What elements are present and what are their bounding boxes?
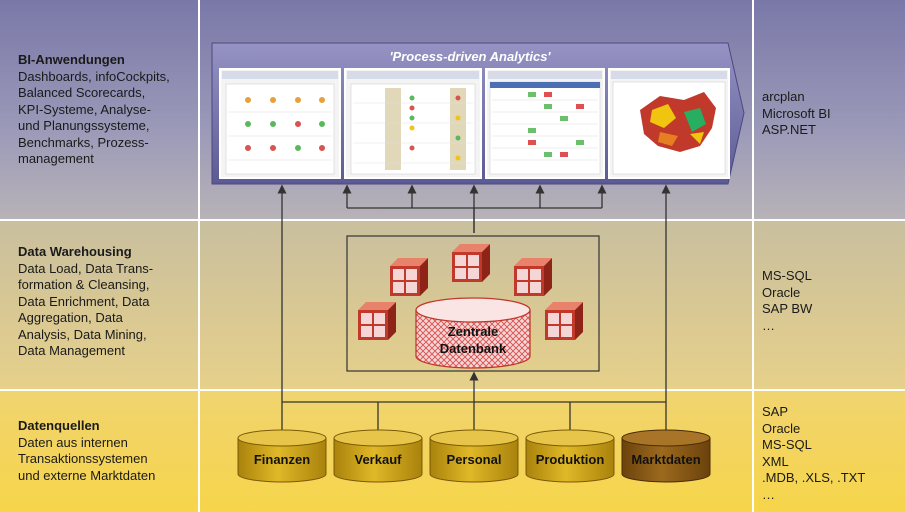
bi-line: Benchmarks, Prozess- [18,134,149,150]
bi-heading: BI-Anwendungen [18,52,125,67]
dw-line: Data Enrichment, Data [18,293,150,309]
ds-tool: … [762,486,775,502]
dw-line: formation & Cleansing, [18,277,150,292]
ds-tool: SAP [762,404,789,419]
dw-tool: SAP BW [762,301,813,316]
dw-tool: MS-SQL [762,268,812,283]
dw-tools: MS-SQL Oracle SAP BW … [762,268,902,334]
ds-tool: .MDB, .XLS, .TXT [762,470,866,485]
dw-line: Analysis, Data Mining, [18,326,147,342]
bi-tool: arcplan [762,89,805,104]
bi-tool: ASP.NET [762,122,816,137]
dw-tool: Oracle [762,284,801,300]
ds-tool: MS-SQL [762,437,812,452]
dw-description: Data Warehousing Data Load, Data Trans- … [18,244,196,360]
ds-line: Daten aus internen [18,434,128,450]
ds-description: Datenquellen Daten aus internen Transakt… [18,418,196,484]
dw-line: Data Management [18,343,125,358]
dw-line: Aggregation, Data [18,310,123,325]
column-divider-left [198,0,200,512]
bi-line: KPI-Systeme, Analyse- [18,101,151,117]
ds-heading: Datenquellen [18,418,100,433]
bi-line: Dashboards, infoCockpits, [18,68,170,84]
column-divider-right [752,0,754,512]
bi-tool: Microsoft BI [762,105,831,121]
ds-line: und externe Marktdaten [18,467,156,483]
dw-tool: … [762,317,775,333]
row-divider-top [0,219,905,221]
bi-line: management [18,151,94,166]
dw-line: Data Load, Data Trans- [18,260,154,276]
ds-tool: XML [762,453,789,469]
bi-tools: arcplan Microsoft BI ASP.NET [762,89,902,139]
bi-line: und Planungssysteme, [18,118,150,133]
bi-line: Balanced Scorecards, [18,85,146,100]
ds-line: Transaktionssystemen [18,451,148,466]
ds-tools: SAP Oracle MS-SQL XML .MDB, .XLS, .TXT … [762,404,902,503]
ds-tool: Oracle [762,420,801,436]
row-divider-bottom [0,389,905,391]
bi-description: BI-Anwendungen Dashboards, infoCockpits,… [18,52,196,168]
dw-heading: Data Warehousing [18,244,132,259]
